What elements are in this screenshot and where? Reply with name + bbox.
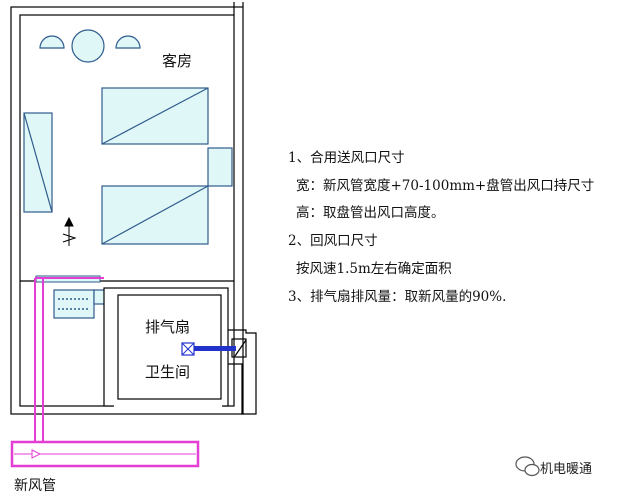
exhaust-fan-assembly: [181, 342, 236, 356]
ceiling-lights: [39, 29, 141, 63]
duct-flow-arrow-icon: [31, 449, 42, 459]
fan-coil-body: [53, 289, 95, 319]
nightstand: [207, 147, 233, 187]
exhaust-fan-label: 排气扇: [145, 318, 190, 336]
air-flow-arrow-icon: [62, 216, 77, 246]
fresh-air-duct-label: 新风管: [14, 478, 56, 494]
note-1-width: 宽：新风管宽度+70-100mm+盘管出风口持尺寸: [296, 178, 595, 194]
wardrobe-diagonal: [23, 112, 53, 213]
note-2-title: 2、回风口尺寸: [288, 233, 378, 249]
room-outer-wall: [10, 6, 244, 415]
room-label: 客房: [162, 52, 192, 70]
furniture: [23, 87, 233, 245]
fresh-air-duct: [10, 277, 200, 468]
bed-lower-diagonal: [101, 185, 209, 245]
exhaust-pipe: [194, 346, 236, 351]
bathroom-label: 卫生间: [145, 363, 190, 381]
exhaust-shaft-wall: [228, 329, 257, 415]
half-lamp-icon-right: [115, 35, 141, 49]
note-1-height: 高：取盘管出风口高度。: [296, 205, 445, 221]
watermark-text: 机电暖通: [540, 462, 593, 477]
wechat-logo-icon: [515, 456, 540, 477]
exhaust-shaft-diagonal: [234, 339, 247, 357]
bed-upper-diagonal: [101, 87, 209, 145]
note-3: 3、排气扇排风量：取新风量的90%.: [288, 289, 507, 305]
note-2-detail: 按风速1.5m左右确定面积: [296, 261, 452, 277]
round-lamp-icon: [71, 29, 105, 63]
fresh-air-main-duct: [10, 440, 200, 468]
half-lamp-icon-left: [39, 35, 65, 49]
note-1-title: 1、合用送风口尺寸: [288, 150, 405, 166]
